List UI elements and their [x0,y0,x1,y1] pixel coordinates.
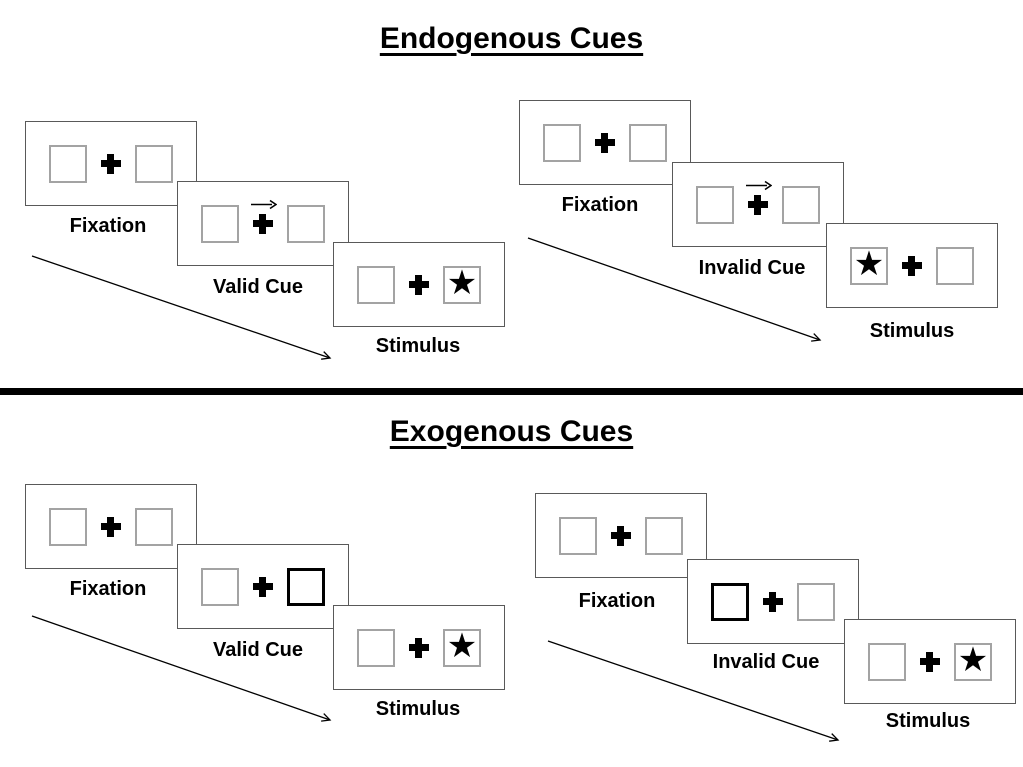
trial-card-valid-cue: ★ ★ [177,544,349,629]
star-icon: ★ [957,641,989,679]
step-label-invalid-cue: Invalid Cue [698,257,806,279]
fixation-cross-icon [763,591,783,612]
step-label-fixation: Fixation [561,194,639,216]
right-box: ★ [135,144,173,183]
step-label-stimulus: Stimulus [375,335,461,357]
right-box: ★ [645,516,683,555]
step-label-fixation: Fixation [69,215,147,237]
fixation-cross-icon [902,255,922,276]
right-box: ★ [936,246,974,285]
right-box: ★ [782,185,820,224]
right-box: ★ [443,627,481,667]
left-box: ★ [357,265,395,304]
right-box: ★ [287,204,325,243]
fixation-cross-icon [101,153,121,174]
left-box: ★ [559,516,597,555]
fixation-cross-icon [251,199,277,234]
fixation-cross-icon [409,637,429,658]
step-label-valid-cue: Valid Cue [212,639,304,661]
star-icon: ★ [446,264,478,302]
step-label-stimulus: Stimulus [375,698,461,720]
step-label-fixation: Fixation [578,590,656,612]
trial-card-stimulus: ★ ★ [826,223,998,308]
right-arrow-icon [251,199,277,210]
trial-card-stimulus: ★ ★ [333,242,505,327]
left-box: ★ [49,507,87,546]
timeline-arrow-endogenous-valid [31,255,332,360]
timeline-arrow-endogenous-invalid [527,237,822,342]
star-icon: ★ [446,627,478,665]
left-box: ★ [711,582,749,621]
step-label-fixation: Fixation [69,578,147,600]
fixation-cross-icon [595,132,615,153]
left-box: ★ [201,204,239,243]
trial-card-valid-cue: ★ ★ [177,181,349,266]
trial-card-fixation: ★ ★ [25,121,197,206]
fixation-cross-icon [611,525,631,546]
exogenous-section-title: Exogenous Cues [389,415,634,448]
right-box: ★ [287,567,325,606]
right-box: ★ [135,507,173,546]
trial-card-fixation: ★ ★ [25,484,197,569]
step-label-stimulus: Stimulus [885,710,971,732]
right-box: ★ [797,582,835,621]
endogenous-section-title: Endogenous Cues [379,22,644,55]
fixation-cross-icon [101,516,121,537]
left-box: ★ [201,567,239,606]
trial-card-fixation: ★ ★ [519,100,691,185]
fixation-cross-icon [409,274,429,295]
right-box: ★ [954,641,992,681]
left-box: ★ [696,185,734,224]
timeline-arrow-exogenous-invalid [547,640,840,742]
right-box: ★ [629,123,667,162]
fixation-cross-icon [920,651,940,672]
right-arrow-icon [746,180,772,191]
step-label-valid-cue: Valid Cue [212,276,304,298]
left-box: ★ [850,245,888,285]
section-divider [0,388,1023,395]
step-label-invalid-cue: Invalid Cue [712,651,820,673]
star-icon: ★ [853,245,885,283]
timeline-arrow-exogenous-valid [31,615,332,722]
fixation-cross-icon [746,180,772,215]
trial-card-stimulus: ★ ★ [333,605,505,690]
trial-card-stimulus: ★ ★ [844,619,1016,704]
right-box: ★ [443,264,481,304]
fixation-cross-icon [253,576,273,597]
trial-card-invalid-cue: ★ ★ [672,162,844,247]
left-box: ★ [357,628,395,667]
left-box: ★ [49,144,87,183]
left-box: ★ [543,123,581,162]
left-box: ★ [868,642,906,681]
step-label-stimulus: Stimulus [869,320,955,342]
trial-card-fixation: ★ ★ [535,493,707,578]
trial-card-invalid-cue: ★ ★ [687,559,859,644]
